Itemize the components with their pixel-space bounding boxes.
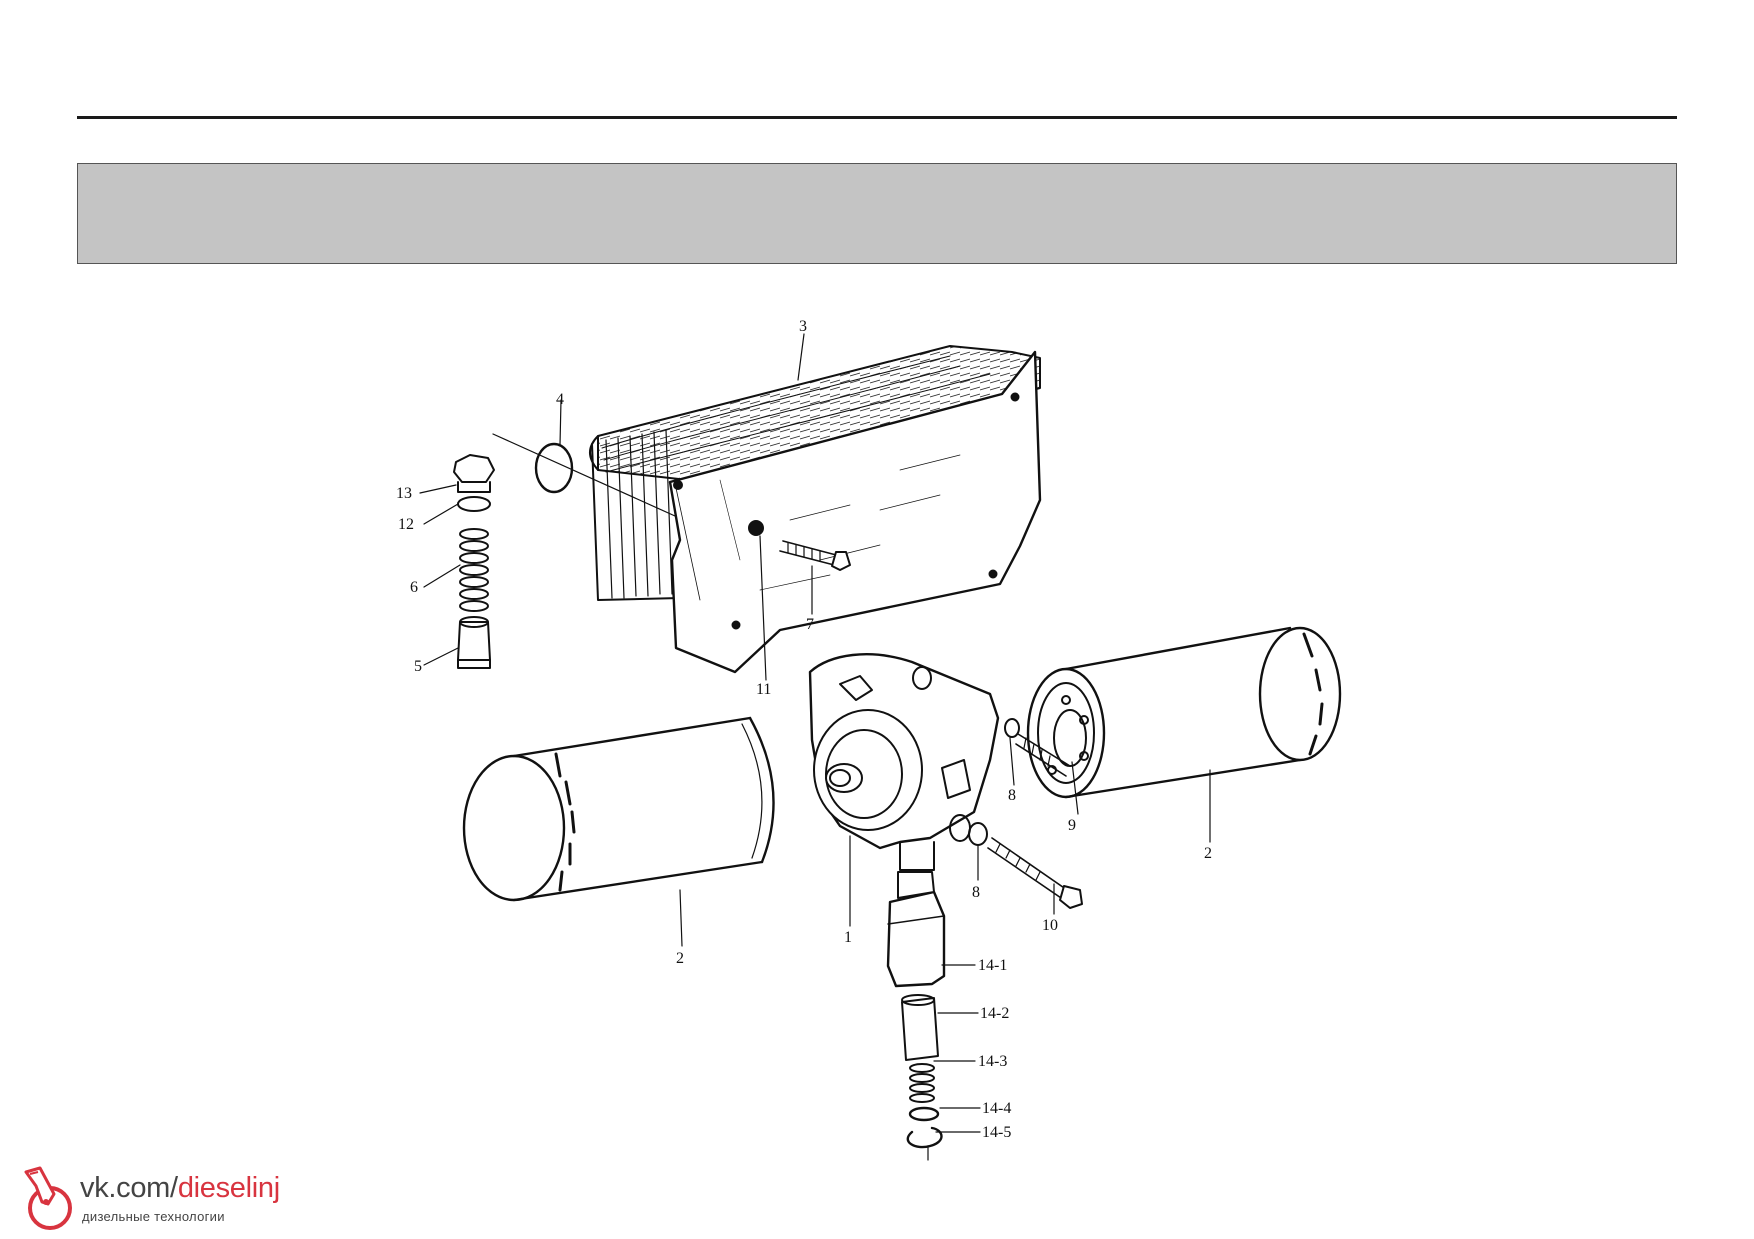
callout-3: 3 <box>799 318 807 335</box>
watermark-subtitle: дизельные технологии <box>82 1209 225 1224</box>
watermark: vk.com/dieselinj дизельные технологии <box>16 1164 316 1234</box>
bolt-10 <box>987 837 1083 909</box>
valve-piston-14-2 <box>901 994 939 1061</box>
filter-head-1 <box>808 653 1000 871</box>
o-ring-4 <box>534 442 574 494</box>
plug-13 <box>453 454 495 493</box>
nut-11 <box>748 520 764 536</box>
bolt-9 <box>1015 733 1071 777</box>
callout-9: 9 <box>1068 817 1076 834</box>
washer-14-4 <box>908 1106 940 1122</box>
callout-8-upper: 8 <box>1008 787 1016 804</box>
filter-canister-right <box>1026 626 1342 799</box>
top-rule <box>77 116 1677 119</box>
callout-14-5: 14-5 <box>982 1124 1011 1141</box>
filter-canister-left <box>462 716 775 902</box>
spring-14-3 <box>909 1063 935 1103</box>
callout-12: 12 <box>398 516 414 533</box>
callout-11: 11 <box>756 681 771 698</box>
callout-2-right: 2 <box>1204 845 1212 862</box>
callout-13: 13 <box>396 485 412 502</box>
callout-10: 10 <box>1042 917 1058 934</box>
callout-2-left: 2 <box>676 950 684 967</box>
watermark-url: vk.com/dieselinj <box>80 1172 280 1204</box>
callout-14-3: 14-3 <box>978 1053 1007 1070</box>
callout-5: 5 <box>414 658 422 675</box>
bolt-7 <box>779 540 851 571</box>
spring-6 <box>459 528 489 612</box>
callout-8-lower: 8 <box>972 884 980 901</box>
valve-5 <box>457 616 491 669</box>
callout-1: 1 <box>844 929 852 946</box>
callout-4: 4 <box>556 391 564 408</box>
washer-8-upper <box>1004 718 1020 738</box>
valve-body-14-1 <box>886 871 946 988</box>
callout-7: 7 <box>806 616 814 633</box>
callout-14-2: 14-2 <box>980 1005 1009 1022</box>
oil-cooler <box>589 345 1042 674</box>
snap-ring-14-5 <box>906 1126 943 1149</box>
seal-ring-12 <box>457 496 491 512</box>
header-band <box>77 163 1677 264</box>
washer-8-lower <box>968 822 988 846</box>
callout-14-1: 14-1 <box>978 957 1007 974</box>
callout-14-4: 14-4 <box>982 1100 1011 1117</box>
injector-logo-icon <box>24 1166 72 1230</box>
callout-6: 6 <box>410 579 418 596</box>
